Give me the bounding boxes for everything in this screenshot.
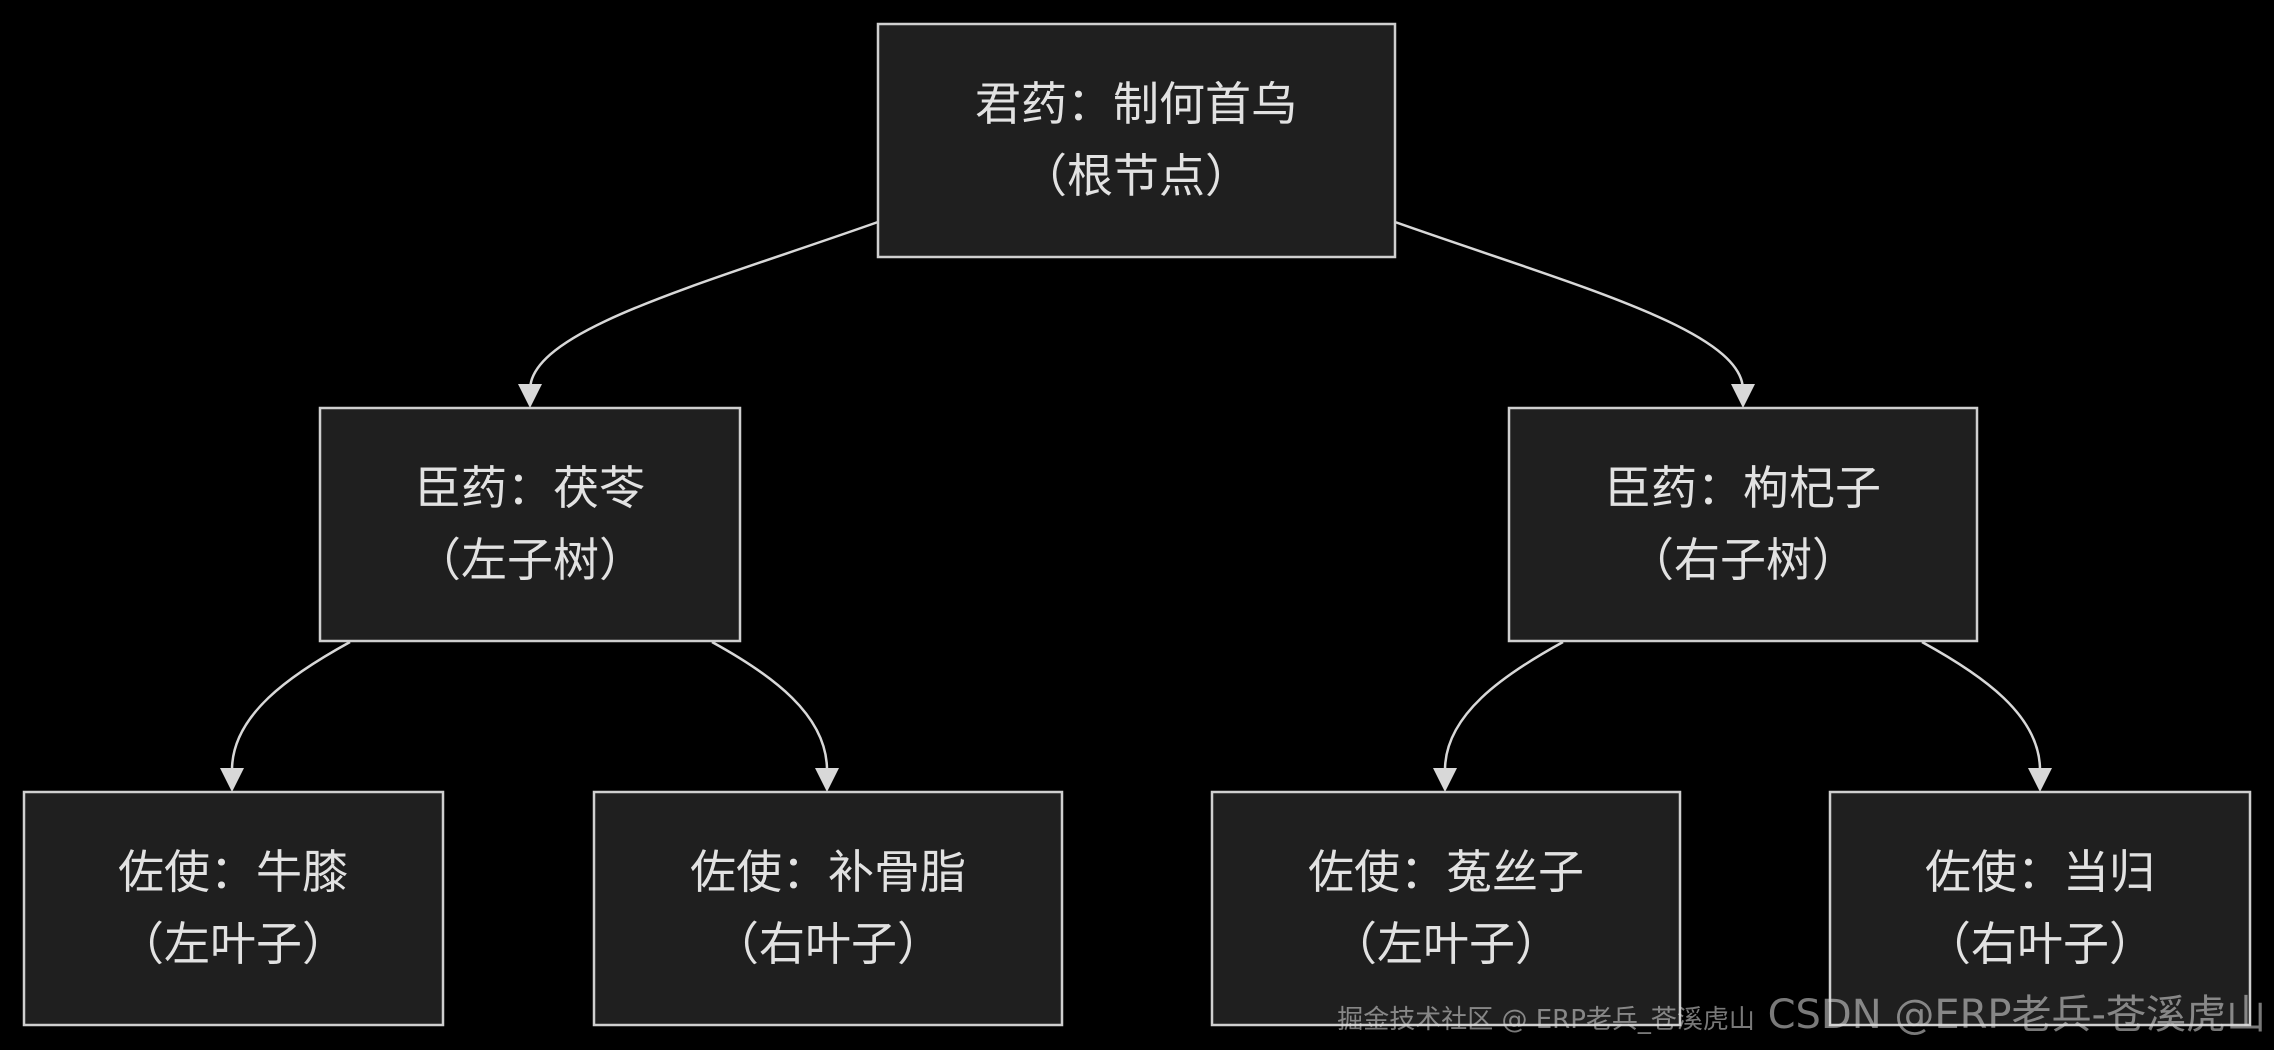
edge-root-to-left <box>528 220 879 392</box>
node-lr-role: （右叶子） <box>713 917 943 971</box>
node-left: 臣药：茯苓 （左子树） <box>318 406 742 643</box>
edge-left-to-ll <box>230 640 351 776</box>
node-root: 君药：制何首乌 （根节点） <box>876 22 1397 259</box>
node-root-role: （根节点） <box>1021 149 1251 203</box>
arrowhead-right <box>1731 384 1755 408</box>
edge-right-to-rl <box>1443 640 1564 776</box>
edge-left-to-lr <box>711 640 829 776</box>
node-left-title: 臣药：茯苓 <box>415 461 645 515</box>
node-right: 臣药：枸杞子 （右子树） <box>1507 406 1979 643</box>
watermark: 掘金技术社区 @ ERP老兵_苍溪虎山 CSDN @ERP老兵-苍溪虎山 <box>1337 982 2266 1040</box>
node-right-role: （右子树） <box>1628 533 1858 587</box>
node-rl-title: 佐使：菟丝子 <box>1308 845 1584 899</box>
node-rr-role: （右叶子） <box>1925 917 2155 971</box>
node-root-title: 君药：制何首乌 <box>975 77 1297 131</box>
node-ll-title: 佐使：牛膝 <box>118 845 348 899</box>
edge-right-to-rr <box>1921 640 2042 776</box>
node-right-left-leaf: 佐使：菟丝子 （左叶子） <box>1210 790 1682 1027</box>
arrowhead-rl <box>1433 768 1457 792</box>
node-right-title: 臣药：枸杞子 <box>1605 461 1881 515</box>
arrowhead-rr <box>2028 768 2052 792</box>
node-lr-title: 佐使：补骨脂 <box>690 845 966 899</box>
arrowhead-ll <box>220 768 244 792</box>
arrowhead-lr <box>815 768 839 792</box>
node-left-right-leaf: 佐使：补骨脂 （右叶子） <box>592 790 1064 1027</box>
node-rl-role: （左叶子） <box>1331 917 1561 971</box>
watermark-csdn: CSDN @ERP老兵-苍溪虎山 <box>1767 992 2266 1038</box>
node-left-left-leaf: 佐使：牛膝 （左叶子） <box>22 790 445 1027</box>
node-right-right-leaf: 佐使：当归 （右叶子） <box>1828 790 2252 1027</box>
arrowhead-left <box>518 384 542 408</box>
edge-root-to-right <box>1394 220 1745 392</box>
watermark-juejin: 掘金技术社区 @ ERP老兵_苍溪虎山 <box>1337 1005 1755 1035</box>
node-ll-role: （左叶子） <box>118 917 348 971</box>
node-rr-title: 佐使：当归 <box>1925 845 2155 899</box>
node-left-role: （左子树） <box>415 533 645 587</box>
